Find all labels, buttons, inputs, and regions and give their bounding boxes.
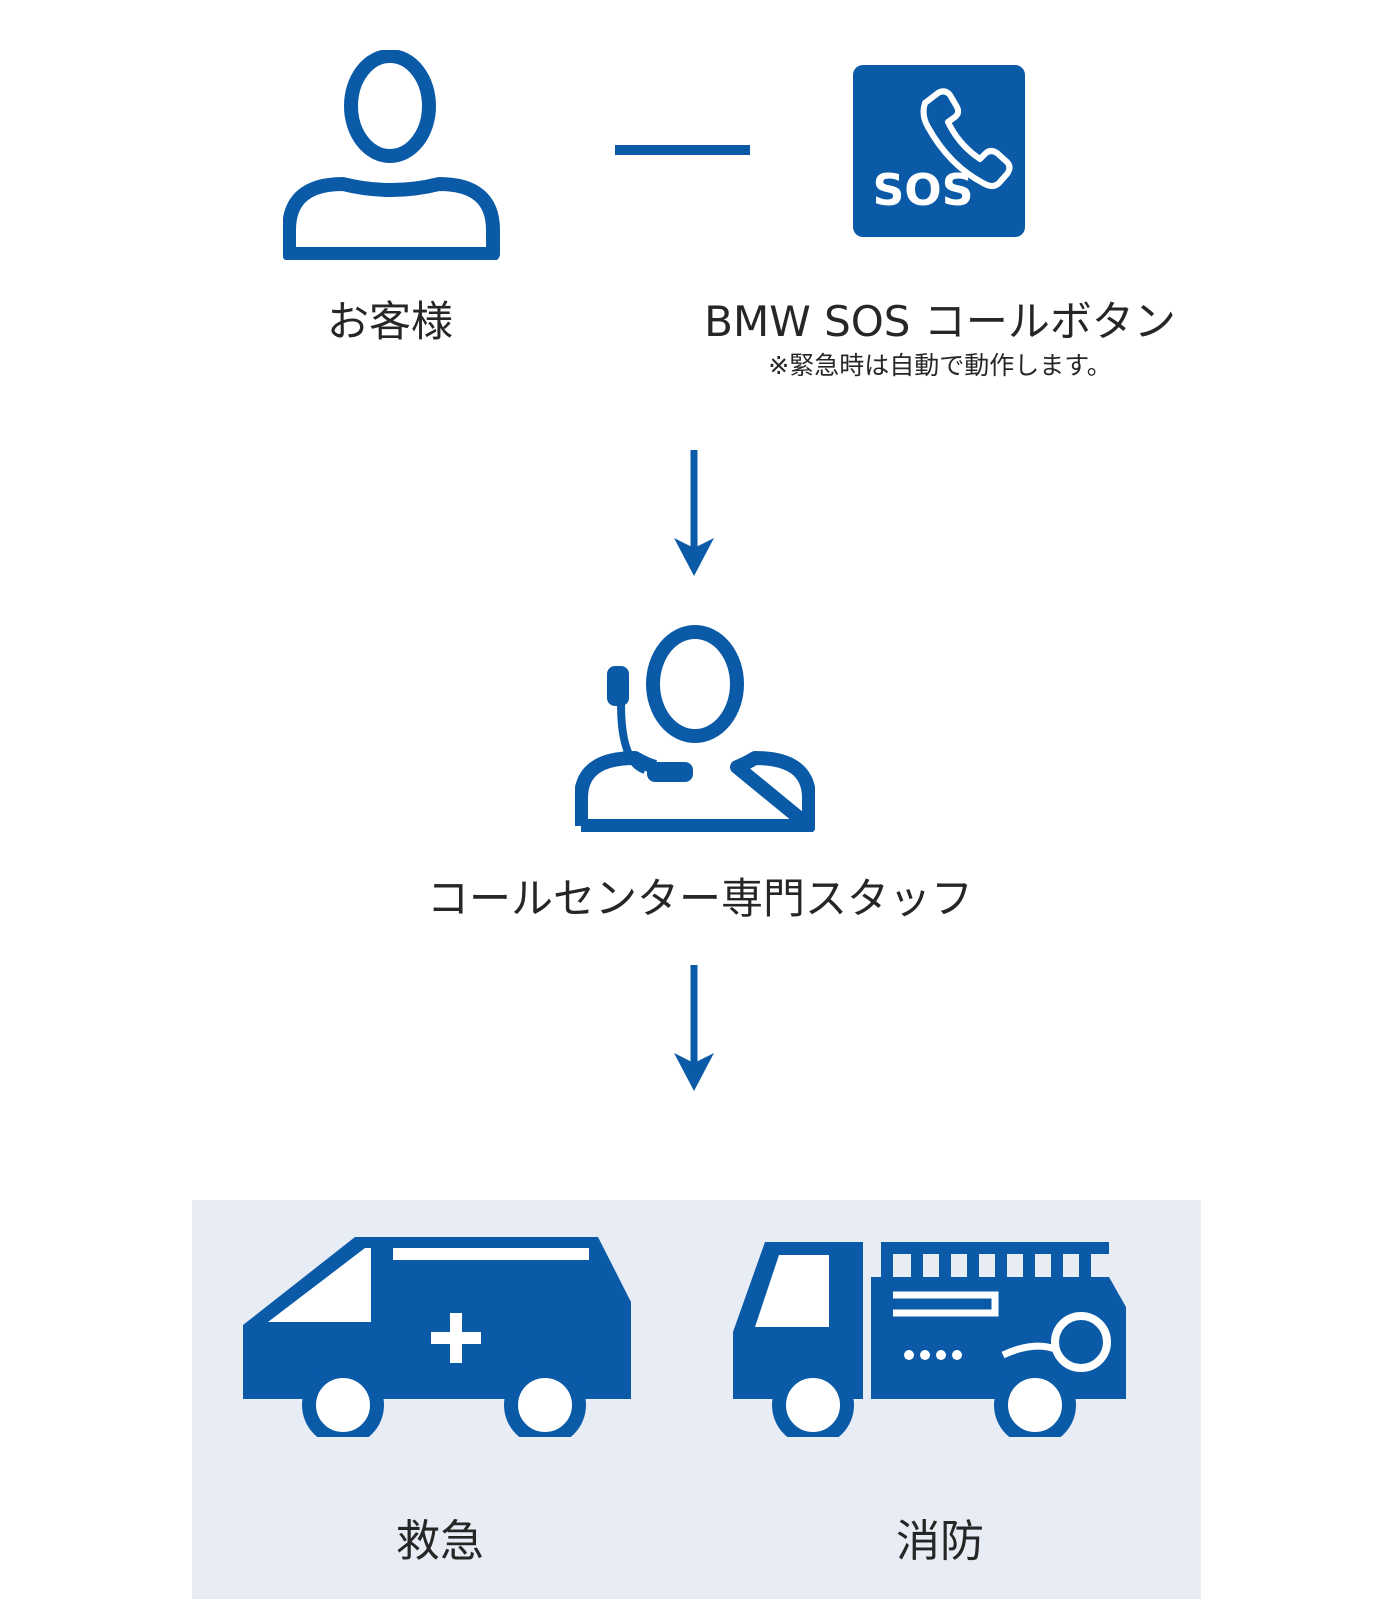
headset-operator-icon [575, 625, 815, 832]
sos-button-label: BMW SOS コールボタン [704, 297, 1176, 346]
sos-button-note: ※緊急時は自動で動作します。 [768, 351, 1112, 380]
call-center-label: コールセンター専門スタッフ [426, 874, 973, 923]
fire-label: 消防 [896, 1516, 984, 1567]
person-icon [283, 50, 500, 260]
arrow-down-icon [674, 450, 714, 576]
ambulance-icon [243, 1237, 631, 1437]
customer-label: お客様 [326, 297, 453, 346]
sos-icon-text: SOS [873, 165, 974, 216]
fire-truck-icon [733, 1242, 1126, 1437]
arrow-down-icon [674, 965, 714, 1091]
connector-line [615, 145, 750, 155]
ambulance-label: 救急 [396, 1516, 484, 1567]
sos-phone-icon: SOS [853, 65, 1025, 237]
